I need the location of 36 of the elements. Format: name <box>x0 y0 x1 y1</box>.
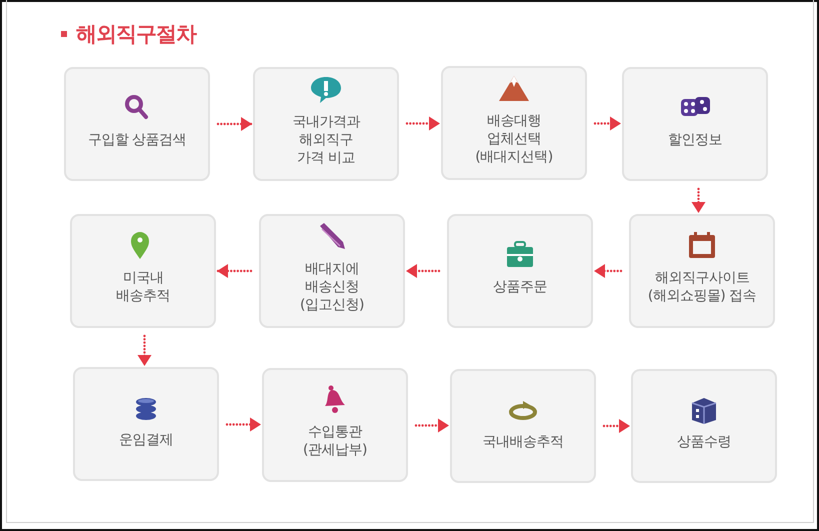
dotted-arrow <box>138 334 152 366</box>
step-label: 상품수령 <box>677 433 731 451</box>
dotted-arrow <box>414 418 450 432</box>
step-box <box>64 67 210 181</box>
step-box <box>253 67 399 181</box>
step-label: 할인정보 <box>668 131 722 149</box>
step-box <box>259 214 405 328</box>
step-label: 배송대행 업체선택 (배대지선택) <box>474 112 554 166</box>
dotted-arrow <box>692 188 706 214</box>
step-label: 미국내 배송추적 <box>115 269 171 305</box>
step-label: 운임결제 <box>119 431 173 449</box>
dotted-arrow <box>226 418 262 432</box>
step-label: 국내배송추적 <box>482 433 564 451</box>
dotted-arrow <box>216 264 252 278</box>
step-label: 해외직구사이트 (해외쇼핑몰) 접속 <box>646 269 758 305</box>
step-box <box>622 67 768 181</box>
step-label: 구입할 상품검색 <box>88 131 186 149</box>
dotted-arrow <box>406 116 440 130</box>
step-label: 상품주문 <box>493 278 547 296</box>
dotted-arrow <box>594 116 622 130</box>
step-box <box>70 214 216 328</box>
dotted-arrow <box>594 264 622 278</box>
step-box <box>441 66 587 180</box>
step-box <box>631 369 777 483</box>
step-box <box>73 367 219 481</box>
dotted-arrow <box>602 419 630 433</box>
dotted-arrow <box>216 117 252 131</box>
step-label: 수입통관 (관세납부) <box>302 423 368 459</box>
step-label: 배대지에 배송신청 (입고신청) <box>299 260 365 314</box>
step-box <box>629 214 775 328</box>
title: 해외직구절차 <box>76 21 196 48</box>
step-box <box>450 369 596 483</box>
step-label: 국내가격과 해외직구 가격 비교 <box>291 113 362 167</box>
step-box <box>262 368 408 482</box>
step-box <box>447 214 593 328</box>
dotted-arrow <box>406 264 440 278</box>
